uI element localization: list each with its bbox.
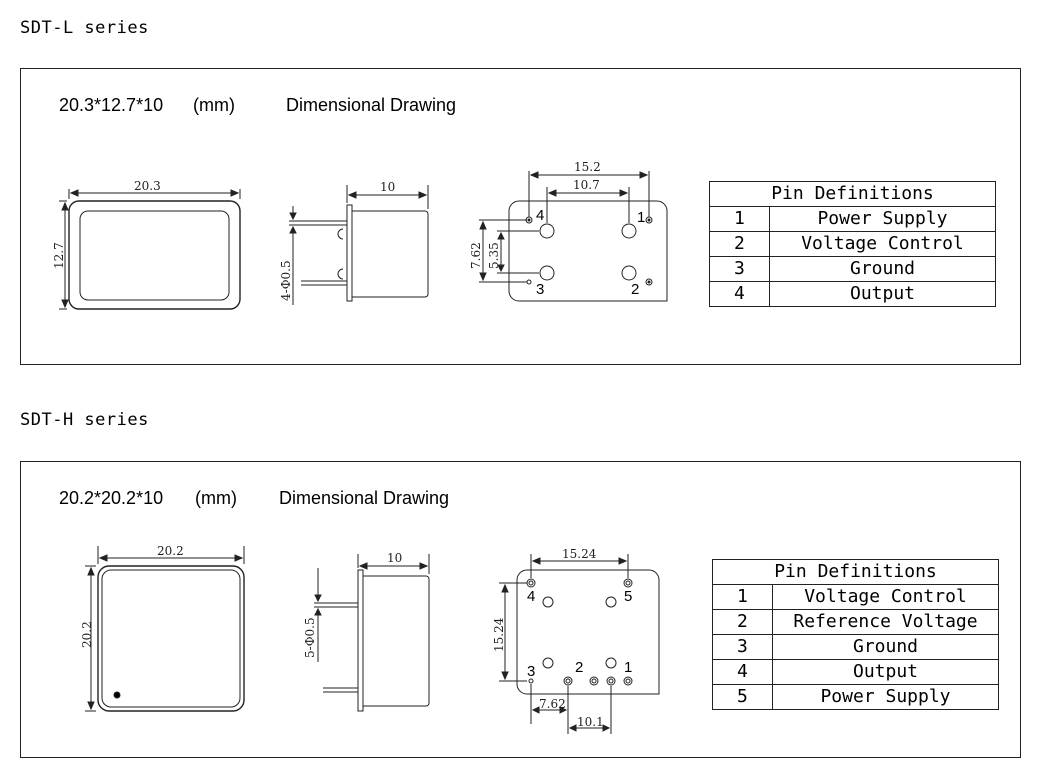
sdt-l-pin-span-dim: 15.2 bbox=[574, 160, 601, 174]
sdt-h-pin-4-label: 4 bbox=[527, 588, 535, 605]
sdt-l-row-span-dim: 7.62 bbox=[469, 242, 483, 269]
sdt-h-top-view: 20.2 20.2 bbox=[80, 544, 245, 712]
pin-function: Voltage Control bbox=[772, 584, 999, 610]
pin-number: 1 bbox=[709, 206, 770, 232]
sdt-l-drawing-label: Dimensional Drawing bbox=[286, 95, 457, 115]
pin-number: 4 bbox=[712, 659, 773, 685]
sdt-h-panel: 20.2*20.2*10 (mm) Dimensional Drawing 20… bbox=[20, 461, 1021, 758]
sdt-l-pin-2-label: 2 bbox=[631, 281, 639, 298]
pin-number: 2 bbox=[712, 609, 773, 635]
pin-number: 2 bbox=[709, 231, 770, 257]
sdt-h-pin-5-label: 5 bbox=[624, 588, 632, 605]
sdt-h-bottom-b-dim: 10.1 bbox=[577, 715, 604, 729]
sdt-l-bottom-view: 15.2 10.7 7.62 5.35 1 2 3 4 bbox=[469, 160, 668, 302]
sdt-h-row-span-dim: 15.24 bbox=[492, 617, 506, 652]
pin-number: 5 bbox=[712, 684, 773, 710]
sdt-h-pin-span-dim: 15.24 bbox=[562, 547, 597, 561]
sdt-l-panel: 20.3*12.7*10 (mm) Dimensional Drawing 20… bbox=[20, 68, 1021, 365]
pin-number: 4 bbox=[709, 281, 770, 307]
sdt-l-top-view: 20.3 12.7 bbox=[52, 179, 241, 310]
sdt-h-dimensional-drawing: 20.2 20.2 10 5-Φ0.5 bbox=[80, 544, 660, 734]
pin-function: Power Supply bbox=[772, 684, 999, 710]
sdt-l-pin-inner-dim: 10.7 bbox=[573, 178, 600, 192]
sdt-h-height-dim: 20.2 bbox=[80, 621, 94, 648]
sdt-l-pin-dim: 4-Φ0.5 bbox=[279, 260, 293, 301]
pin-number: 3 bbox=[709, 256, 770, 282]
sdt-l-unit-label: (mm) bbox=[193, 95, 235, 115]
sdt-l-row-inner-dim: 5.35 bbox=[487, 242, 501, 269]
sdt-h-depth-dim: 10 bbox=[387, 551, 402, 565]
sdt-h-size-label: 20.2*20.2*10 bbox=[59, 488, 164, 508]
sdt-l-dimensional-drawing: 20.3 12.7 10 4-Φ0.5 bbox=[52, 160, 668, 310]
sdt-h-drawing-label: Dimensional Drawing bbox=[279, 488, 450, 508]
pin-number: 3 bbox=[712, 634, 773, 660]
pin-number: 1 bbox=[712, 584, 773, 610]
pin-function: Ground bbox=[769, 256, 996, 282]
sdt-h-side-view: 10 5-Φ0.5 bbox=[303, 551, 430, 712]
sdt-h-unit-label: (mm) bbox=[195, 488, 237, 508]
sdt-l-pin-1-label: 1 bbox=[637, 209, 645, 226]
sdt-l-series-title: SDT-L series bbox=[20, 18, 149, 38]
sdt-l-size-label: 20.3*12.7*10 bbox=[59, 95, 164, 115]
pin-function: Output bbox=[772, 659, 999, 685]
sdt-h-bottom-view: 15.24 15.24 7.62 10.1 1 2 3 4 5 bbox=[492, 547, 660, 734]
sdt-h-bottom-a-dim: 7.62 bbox=[539, 697, 566, 711]
pin-function: Power Supply bbox=[769, 206, 996, 232]
sdt-h-pin-3-label: 3 bbox=[527, 663, 535, 680]
sdt-l-depth-dim: 10 bbox=[380, 180, 395, 194]
sdt-l-pin-4-label: 4 bbox=[536, 207, 544, 224]
sdt-h-pin-dim: 5-Φ0.5 bbox=[303, 617, 317, 658]
pin-function: Output bbox=[769, 281, 996, 307]
sdt-h-pin-2-label: 2 bbox=[575, 659, 583, 676]
sdt-h-width-dim: 20.2 bbox=[157, 544, 184, 558]
pin-function: Ground bbox=[772, 634, 999, 660]
sdt-l-width-dim: 20.3 bbox=[134, 179, 161, 193]
sdt-l-pin-3-label: 3 bbox=[536, 281, 544, 298]
sdt-h-series-title: SDT-H series bbox=[20, 410, 149, 430]
sdt-l-pin-table-header: Pin Definitions bbox=[709, 181, 996, 207]
pin-function: Reference Voltage bbox=[772, 609, 999, 635]
sdt-h-pin-table-header: Pin Definitions bbox=[712, 559, 999, 585]
sdt-l-height-dim: 12.7 bbox=[52, 242, 66, 269]
sdt-h-pin-1-label: 1 bbox=[624, 659, 632, 676]
pin-function: Voltage Control bbox=[769, 231, 996, 257]
sdt-l-side-view: 10 4-Φ0.5 bbox=[279, 180, 429, 305]
